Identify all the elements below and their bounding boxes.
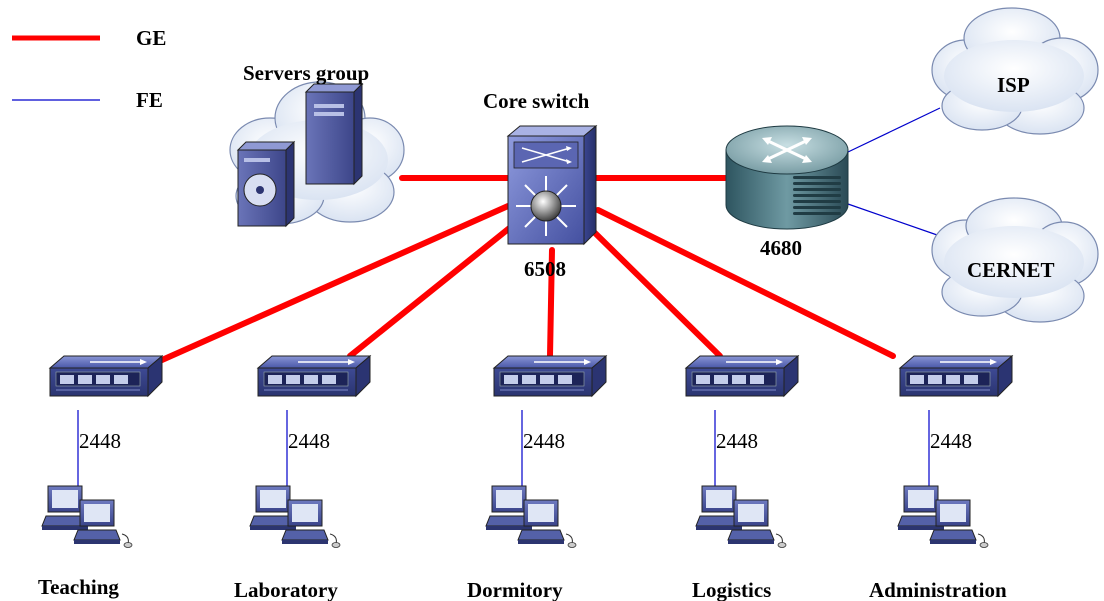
cernet-label: CERNET (967, 258, 1055, 282)
link-core-administration (595, 207, 896, 359)
servers-group: Servers group (229, 61, 405, 228)
legend-ge-label: GE (136, 26, 166, 50)
pc-pair-icon (485, 485, 577, 548)
access-switch-icon (685, 355, 799, 397)
department-label: Administration (869, 578, 1007, 601)
link-router-isp (847, 107, 941, 153)
pc-pair-icon (249, 485, 341, 548)
server-tower-icon (304, 82, 364, 186)
router: 4680 (725, 125, 849, 260)
link-core-logistics (591, 229, 723, 359)
pc-pair-icon (695, 485, 787, 548)
link-core-dormitory (547, 247, 555, 359)
router-arrows-icon (762, 137, 812, 163)
access-switch-administration: 2448 Administration (869, 355, 1013, 601)
core-switch-model: 6508 (524, 257, 566, 281)
access-switch-dormitory: 2448 Dormitory (467, 355, 607, 601)
access-switch-model: 2448 (716, 429, 758, 453)
isp-label: ISP (997, 73, 1030, 97)
servers-group-label: Servers group (243, 61, 369, 85)
pc-pair-icon (897, 485, 989, 548)
department-label: Laboratory (234, 578, 338, 601)
router-model: 4680 (760, 236, 802, 260)
access-switch-icon (899, 355, 1013, 397)
access-switch-model: 2448 (930, 429, 972, 453)
legend: GE FE (12, 26, 166, 112)
access-switch-icon (49, 355, 163, 397)
access-switch-model: 2448 (79, 429, 121, 453)
department-label: Dormitory (467, 578, 563, 601)
fe-links (77, 107, 941, 488)
router-vents (793, 176, 841, 215)
link-router-cernet (847, 203, 941, 237)
core-switch-label: Core switch (483, 89, 590, 113)
department-label: Logistics (692, 578, 771, 601)
access-switch-laboratory: 2448 Laboratory (234, 355, 371, 601)
cernet-cloud: CERNET (931, 197, 1099, 323)
pc-pair-icon (41, 485, 133, 548)
access-switch-icon (257, 355, 371, 397)
access-layer: 2448 Teaching 2448 Laboratory 2448 Dormi… (38, 355, 1013, 601)
link-core-teaching (159, 203, 511, 363)
department-label: Teaching (38, 575, 119, 599)
access-switch-model: 2448 (288, 429, 330, 453)
access-switch-model: 2448 (523, 429, 565, 453)
ge-links (159, 175, 896, 363)
isp-cloud: ISP (931, 7, 1099, 135)
storage-server-icon (236, 140, 296, 228)
access-switch-logistics: 2448 Logistics (685, 355, 799, 601)
core-switch: Core switch 6508 (483, 89, 598, 281)
access-switch-teaching: 2448 Teaching (38, 355, 163, 599)
legend-fe-label: FE (136, 88, 163, 112)
access-switch-icon (493, 355, 607, 397)
link-core-laboratory (347, 223, 515, 359)
